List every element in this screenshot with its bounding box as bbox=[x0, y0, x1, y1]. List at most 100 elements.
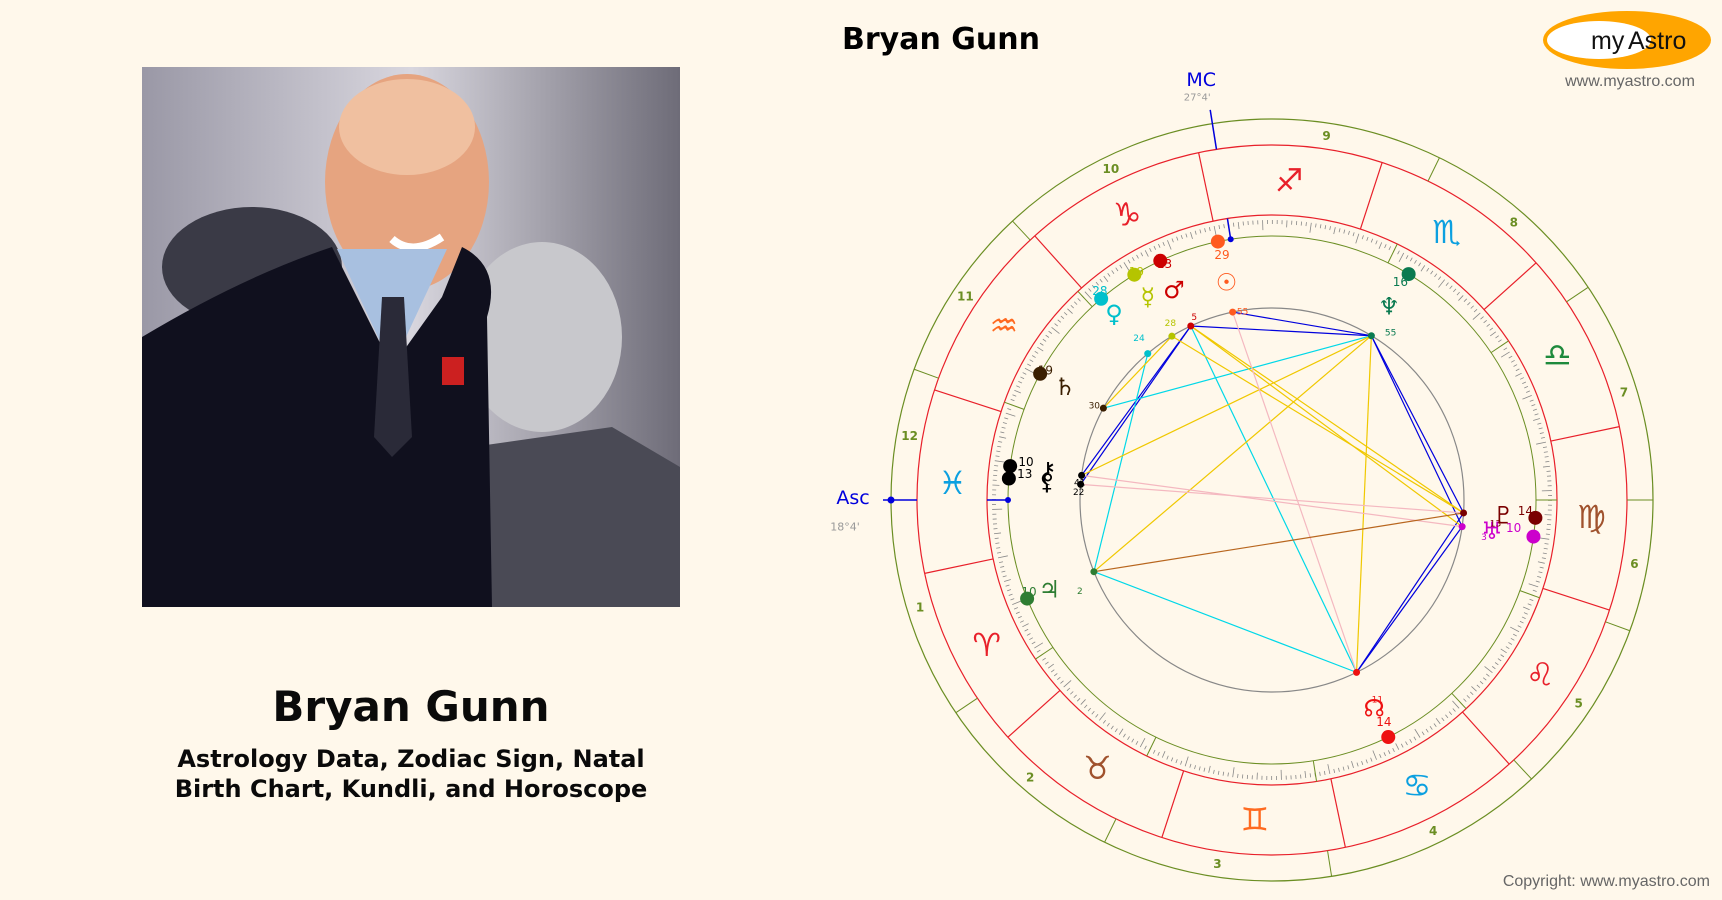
degree-tick bbox=[1204, 228, 1206, 233]
degree-tick bbox=[1463, 698, 1467, 702]
degree-tick bbox=[1180, 760, 1183, 765]
logo-text-my: my bbox=[1591, 27, 1625, 55]
sign-glyph-scorpio: ♏ bbox=[1432, 213, 1461, 251]
degree-tick bbox=[1152, 749, 1156, 754]
aspect-line bbox=[1093, 571, 1357, 673]
degree-tick bbox=[996, 450, 1001, 453]
degree-tick bbox=[1014, 389, 1021, 394]
degree-tick bbox=[1034, 642, 1044, 649]
degree-tick bbox=[1489, 327, 1494, 331]
aspect-line bbox=[1190, 325, 1463, 528]
degree-tick bbox=[1175, 759, 1178, 764]
planet-degree: 13 bbox=[1017, 467, 1032, 481]
degree-tick bbox=[1217, 770, 1220, 775]
degree-tick bbox=[1088, 288, 1092, 292]
degree-tick bbox=[1388, 246, 1392, 251]
aspect-point bbox=[1229, 308, 1237, 316]
degree-tick bbox=[1039, 342, 1044, 346]
planet-minute: 55 bbox=[1237, 307, 1248, 317]
degree-tick bbox=[1029, 359, 1034, 363]
degree-tick bbox=[1184, 756, 1189, 767]
degree-tick bbox=[1073, 694, 1077, 699]
degree-tick bbox=[997, 555, 1008, 559]
degree-tick bbox=[1513, 364, 1518, 367]
degree-tick bbox=[1123, 262, 1130, 272]
degree-tick bbox=[1510, 626, 1520, 633]
sign-glyph-aquarius: ♒ bbox=[989, 306, 1018, 344]
mc-line-inner bbox=[1226, 218, 1232, 240]
degree-tick bbox=[1414, 259, 1417, 264]
degree-tick bbox=[1452, 700, 1460, 709]
degree-tick bbox=[1010, 598, 1015, 601]
copyright-text: Copyright: www.myastro.com bbox=[1502, 873, 1710, 890]
degree-tick bbox=[1536, 441, 1547, 445]
degree-tick bbox=[1227, 772, 1229, 777]
degree-tick bbox=[1063, 680, 1072, 688]
degree-tick bbox=[1470, 691, 1474, 696]
degree-tick bbox=[1542, 552, 1547, 555]
degree-tick bbox=[999, 436, 1007, 439]
degree-tick bbox=[1370, 757, 1373, 762]
degree-tick bbox=[1495, 335, 1499, 339]
degree-tick bbox=[1486, 323, 1491, 327]
house-number-1: 1 bbox=[916, 600, 924, 614]
degree-tick bbox=[1409, 257, 1413, 262]
degree-tick bbox=[1529, 598, 1534, 602]
degree-tick bbox=[1333, 768, 1336, 773]
degree-tick bbox=[997, 445, 1002, 448]
myastro-logo[interactable]: my Astro bbox=[1541, 9, 1713, 71]
degree-tick bbox=[1500, 648, 1507, 654]
planet-degree: 16 bbox=[1393, 275, 1408, 289]
degree-tick bbox=[1472, 312, 1481, 320]
degree-tick bbox=[1309, 222, 1312, 233]
degree-tick bbox=[1539, 566, 1544, 569]
degree-tick bbox=[1409, 738, 1413, 743]
degree-tick bbox=[1158, 243, 1161, 248]
degree-tick bbox=[1166, 755, 1169, 760]
degree-tick bbox=[1523, 606, 1530, 611]
degree-tick bbox=[1099, 712, 1106, 721]
degree-tick bbox=[1448, 711, 1453, 715]
aspect-line bbox=[1103, 335, 1372, 409]
degree-tick bbox=[1434, 273, 1438, 278]
degree-tick bbox=[1347, 765, 1350, 770]
degree-tick bbox=[1426, 267, 1430, 272]
degree-tick bbox=[1532, 589, 1537, 592]
degree-tick bbox=[1537, 561, 1545, 564]
logo-url[interactable]: www.myastro.com bbox=[1565, 73, 1695, 90]
degree-tick bbox=[1538, 427, 1543, 430]
degree-tick bbox=[1315, 223, 1317, 228]
degree-tick bbox=[1395, 743, 1400, 750]
degree-tick bbox=[1036, 649, 1041, 653]
planet-dot-mercury bbox=[1127, 267, 1142, 282]
house-cusp bbox=[1104, 818, 1117, 843]
degree-tick bbox=[1505, 646, 1510, 650]
degree-tick bbox=[1091, 710, 1095, 715]
degree-tick bbox=[1323, 770, 1326, 775]
sign-ring-inner bbox=[986, 214, 1558, 786]
planet-minute: 28 bbox=[1165, 319, 1177, 329]
aspect-line bbox=[1081, 474, 1463, 528]
degree-tick bbox=[1077, 298, 1081, 302]
planet-minute: 2 bbox=[1077, 587, 1083, 597]
degree-tick bbox=[1532, 408, 1537, 411]
degree-tick bbox=[1319, 224, 1322, 229]
house-cusp bbox=[1327, 850, 1333, 877]
degree-tick bbox=[1029, 637, 1034, 641]
sign-glyph-capricorn: ♑ bbox=[1113, 196, 1142, 234]
degree-tick bbox=[1034, 350, 1039, 354]
degree-tick bbox=[1479, 681, 1484, 685]
house-cusp bbox=[1605, 621, 1631, 632]
degree-tick bbox=[1539, 537, 1550, 540]
degree-tick bbox=[1542, 465, 1551, 468]
degree-tick bbox=[1076, 698, 1081, 702]
house-number-8: 8 bbox=[1510, 216, 1518, 230]
planet-dot-chiron bbox=[1003, 459, 1018, 474]
degree-tick bbox=[1176, 236, 1179, 241]
degree-tick bbox=[1223, 224, 1225, 229]
aspect-line bbox=[1356, 526, 1463, 673]
planet-glyph-uranus: ♅ bbox=[1481, 517, 1503, 545]
degree-tick bbox=[994, 460, 1005, 463]
degree-tick bbox=[1057, 319, 1062, 323]
degree-tick bbox=[1017, 615, 1022, 619]
